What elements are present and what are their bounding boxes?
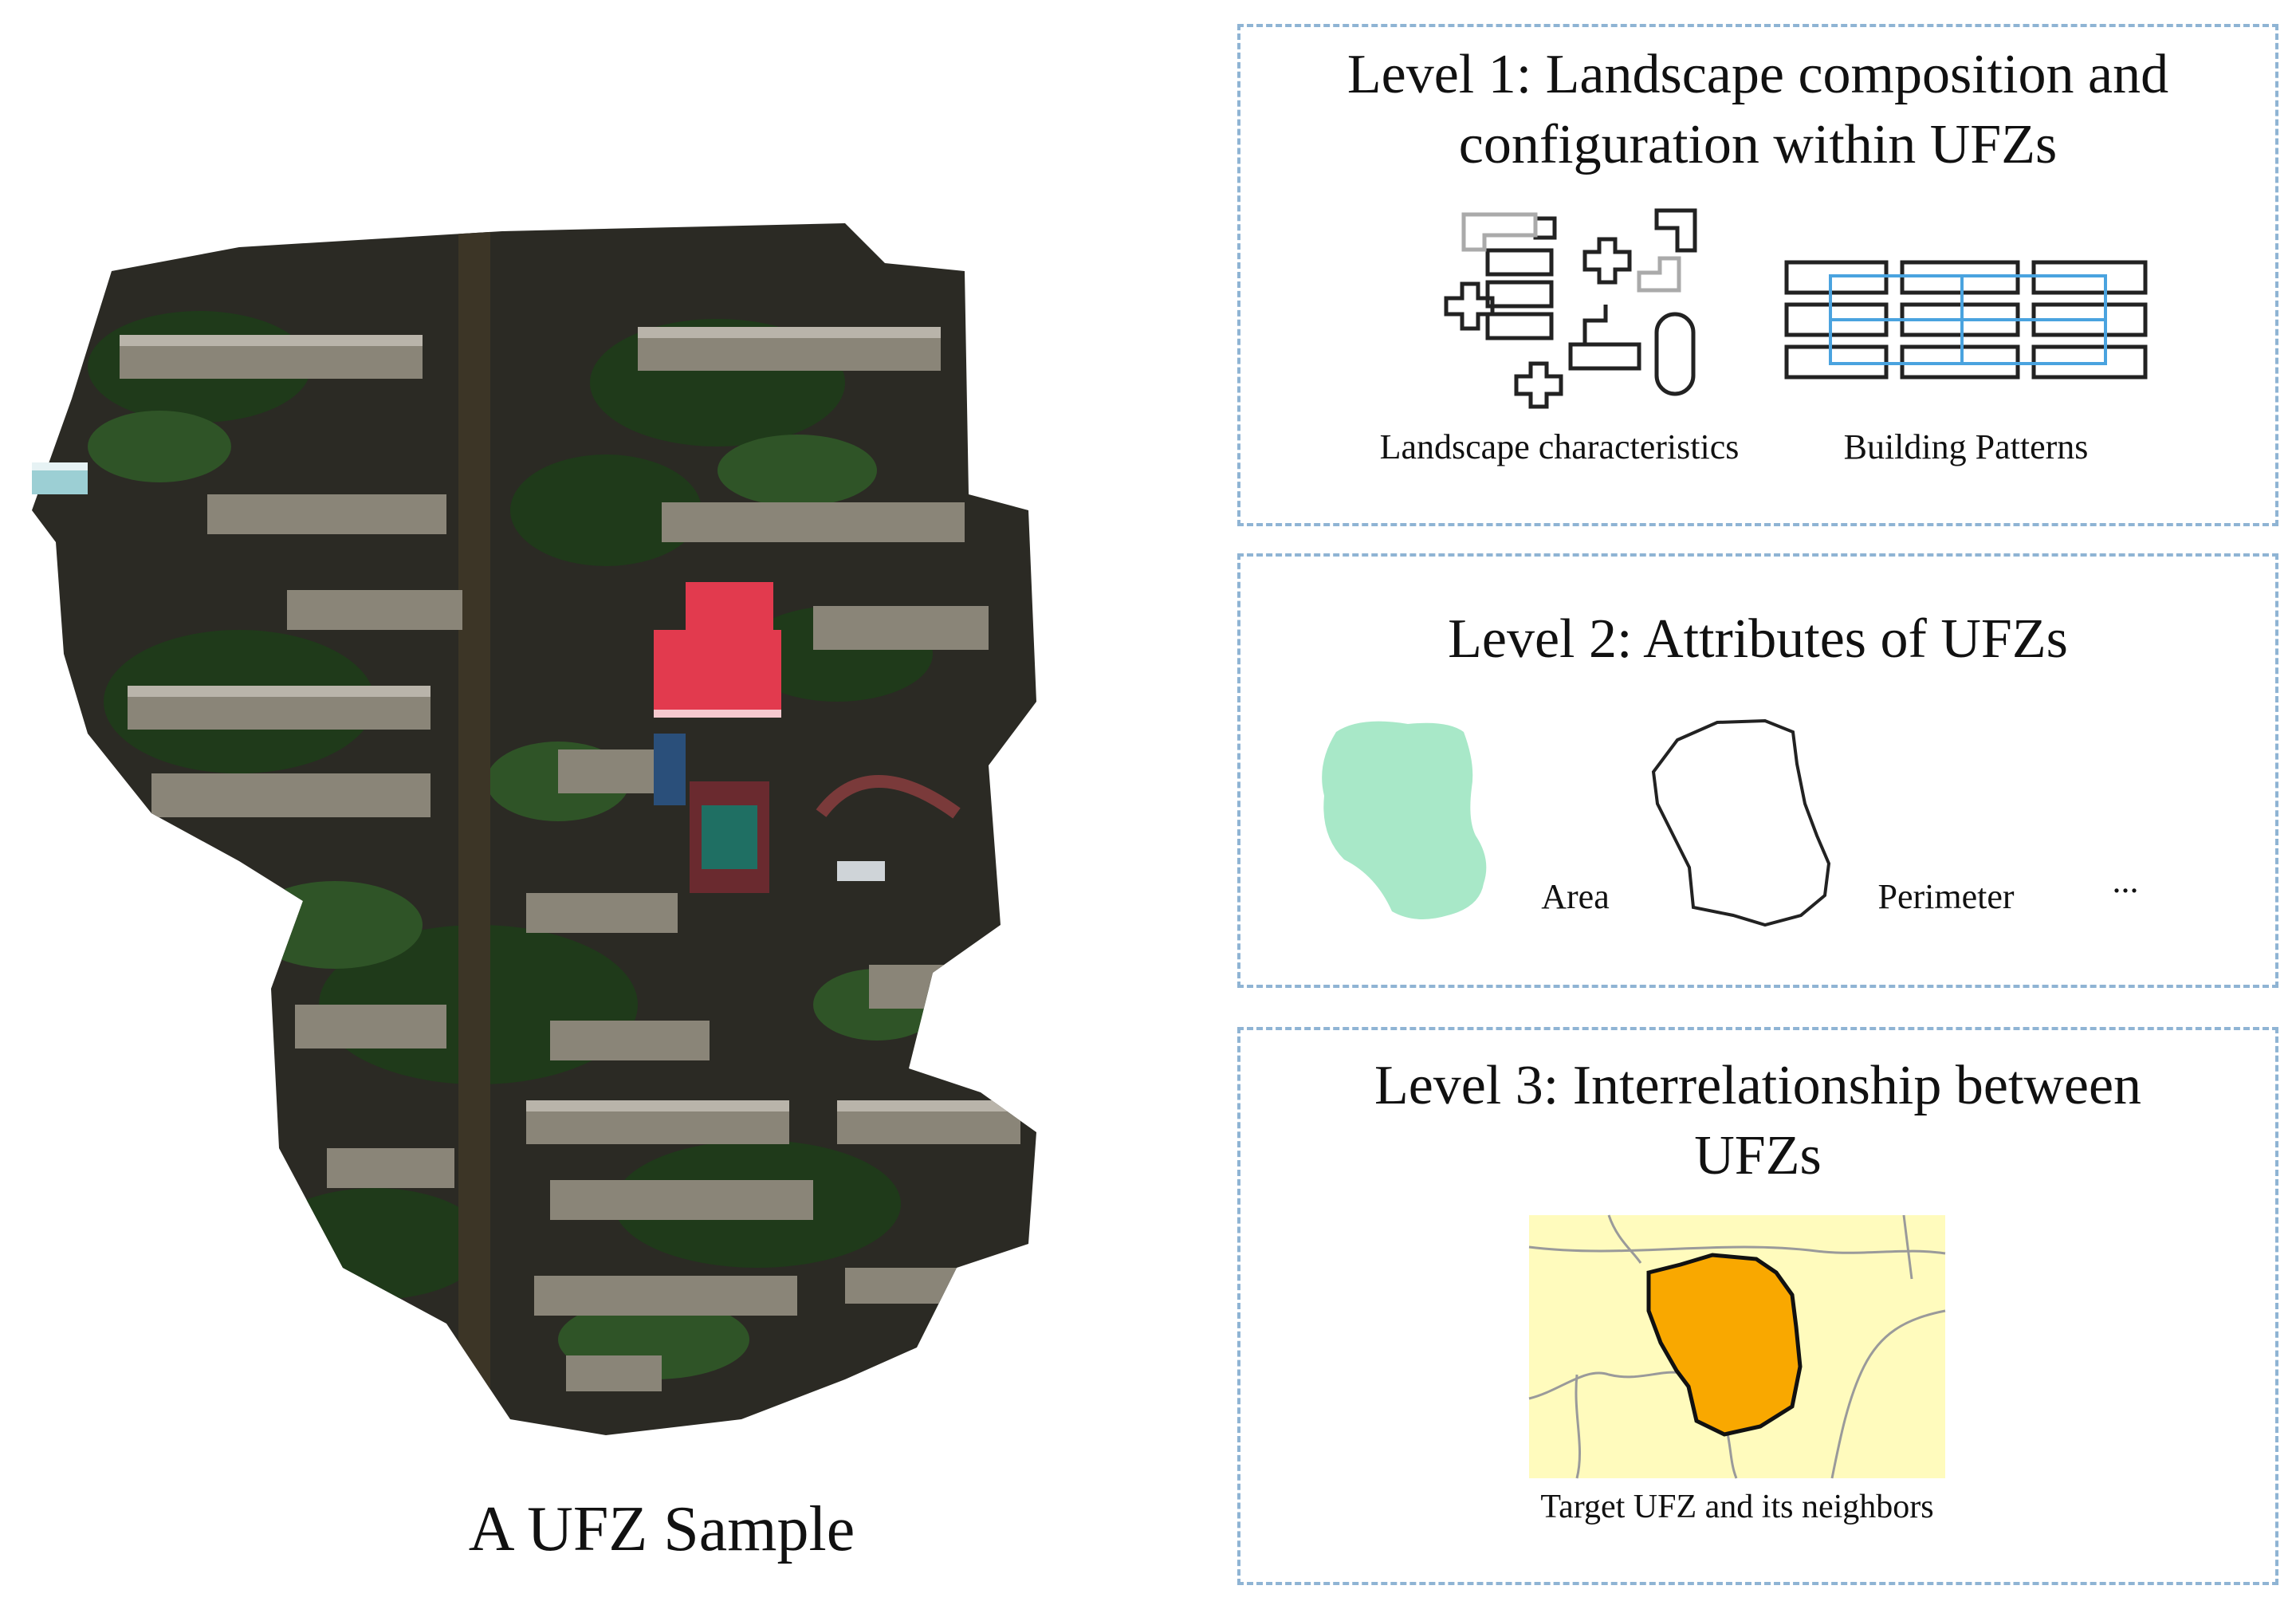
level3-title-line1: Level 3: Interrelationship between xyxy=(1374,1055,2142,1116)
level3-panel: Level 3: Interrelationship between UFZs … xyxy=(1237,1027,2278,1585)
level1-title-line1: Level 1: Landscape composition and xyxy=(1347,44,2169,105)
ufz-sample-caption: A UFZ Sample xyxy=(468,1494,855,1564)
target-ufz-caption: Target UFZ and its neighbors xyxy=(1540,1489,1934,1525)
landscape-characteristics-label: Landscape characteristics xyxy=(1379,427,1740,466)
landscape-characteristics-icon xyxy=(1444,208,1697,409)
level1-panel: Level 1: Landscape composition and confi… xyxy=(1237,24,2278,526)
level2-title: Level 2: Attributes of UFZs xyxy=(1448,608,2068,670)
level1-title-line2: configuration within UFZs xyxy=(1458,114,2058,175)
target-ufz-polygon xyxy=(1646,1253,1803,1437)
building-patterns-icon xyxy=(1784,260,2148,380)
level2-panel: Level 2: Attributes of UFZs Area Perimet… xyxy=(1237,553,2278,988)
area-label: Area xyxy=(1541,877,1610,916)
neighbor-map xyxy=(1528,1214,1946,1479)
level3-title-line2: UFZs xyxy=(1694,1125,1822,1186)
area-shape-icon xyxy=(1322,721,1487,919)
ufz-sample-image xyxy=(32,223,1036,1435)
more-attributes-label: ... xyxy=(2112,861,2139,900)
building-patterns-label: Building Patterns xyxy=(1843,427,2089,466)
perimeter-shape-icon xyxy=(1651,718,1831,927)
perimeter-label: Perimeter xyxy=(1877,877,2015,916)
